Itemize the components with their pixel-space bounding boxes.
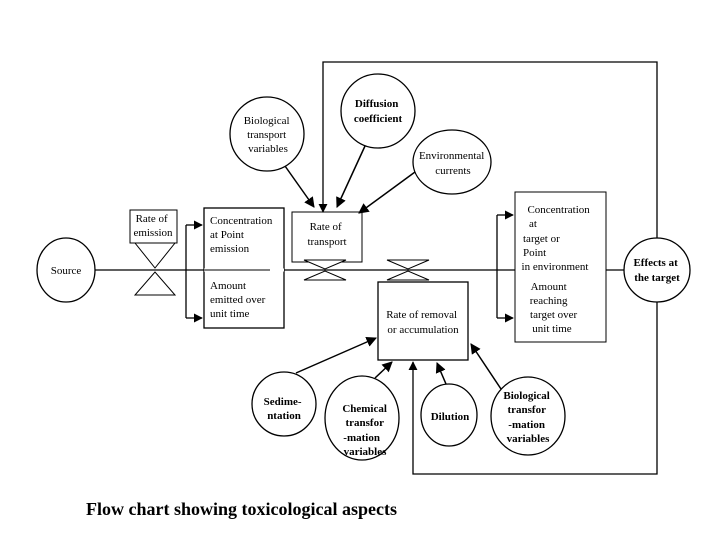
- biological-transformation-line-1: Biological: [503, 390, 549, 402]
- rate-of-transport-line-1: Rate of: [310, 221, 342, 233]
- source-label: Source: [51, 265, 82, 277]
- rate-of-emission-line-2: emission: [133, 227, 173, 239]
- svg-text:Biological transport: Biological transport variables: [244, 115, 293, 155]
- diffusion-line-2: coefficient: [354, 113, 403, 125]
- arrow-biological-transformation: [470, 343, 502, 390]
- concentration-target-line-2: at: [529, 218, 537, 230]
- amount-reaching-line-1: Amount: [531, 281, 567, 293]
- arrow-sedimentation: [295, 336, 377, 374]
- chemical-line-3: -mation: [343, 432, 380, 444]
- svg-text:Rate of removal or accum: Rate of removal or accumulation: [386, 309, 460, 336]
- amount-reaching-line-3: target over: [530, 309, 577, 321]
- rate-of-emission-line-1: Rate of: [136, 213, 168, 225]
- diffusion-line-1: Diffusion: [355, 98, 398, 110]
- svg-text:Effects at the target: Effects at the target: [633, 257, 680, 284]
- amount-reaching-line-4: unit time: [532, 323, 572, 335]
- effects-line-2: the target: [634, 272, 680, 284]
- fork-arrows-target: [496, 210, 514, 323]
- effects-line-1: Effects at: [633, 257, 678, 269]
- chemical-transformation-node: Chemical transfor -mation variables: [324, 375, 400, 461]
- svg-text:Rate of emission: Rate of emission: [133, 213, 173, 239]
- svg-text:Biological transfor: Biological transfor -mation variables: [503, 390, 552, 445]
- chemical-line-4: variables: [344, 446, 387, 458]
- biological-transformation-line-2: transfor: [507, 404, 546, 416]
- transport-valve-2: [386, 259, 430, 281]
- environmental-line-1: Environmental: [419, 150, 484, 162]
- concentration-target-line-4: Point: [523, 247, 546, 259]
- svg-text:Source: Source: [51, 265, 82, 277]
- arrow-diffusion: [336, 145, 366, 208]
- rate-of-removal-line-2: or accumulation: [387, 324, 459, 336]
- amount-reaching-line-2: reaching: [530, 295, 568, 307]
- rate-of-transport-line-2: transport: [307, 236, 346, 248]
- sedimentation-line-1: Sedime-: [264, 396, 302, 408]
- chemical-line-2: transfor: [345, 417, 384, 429]
- amount-emitted-line-1: Amount: [210, 280, 246, 292]
- dilution-node: Dilution: [420, 383, 478, 447]
- feedback-loop-top: [318, 61, 658, 238]
- concentration-target-line-5: in environment: [522, 261, 589, 273]
- diagram-title: Flow chart showing toxicological aspects: [86, 499, 397, 519]
- biological-transformation-node: Biological transfor -mation variables: [490, 376, 566, 456]
- arrow-biological-transport: [284, 165, 315, 208]
- environmental-line-2: currents: [435, 165, 470, 177]
- rate-of-removal-box: Rate of removal or accumulation: [377, 281, 469, 361]
- emission-valve: [133, 242, 177, 296]
- arrow-chemical: [374, 361, 393, 379]
- source-node: Source: [36, 237, 96, 303]
- concentration-point-line-3: emission: [210, 243, 250, 255]
- rate-of-transport-box: Rate of transport: [291, 211, 363, 263]
- biological-transport-line-1: Biological: [244, 115, 290, 127]
- amount-emitted-line-2: emitted over: [210, 294, 266, 306]
- rate-of-emission-box: Rate of emission: [129, 209, 178, 244]
- effects-at-target-node: Effects at the target: [623, 237, 691, 303]
- arrow-environmental: [358, 171, 416, 214]
- amount-emitted-line-3: unit time: [210, 308, 250, 320]
- biological-transport-node: Biological transport variables: [229, 96, 305, 172]
- chemical-line-1: Chemical: [342, 403, 387, 415]
- svg-text:Concentration at Point: Concentration at Point emission: [210, 215, 275, 255]
- biological-transport-line-3: variables: [248, 143, 288, 155]
- svg-text:Rate of transport: Rate of transport: [307, 221, 346, 248]
- svg-text:Sedime- ntation: Sedime- ntation: [264, 396, 305, 422]
- sedimentation-line-2: ntation: [267, 410, 301, 422]
- svg-text:Dilution: Dilution: [431, 411, 470, 423]
- feedback-loop-bottom: [408, 302, 658, 475]
- arrow-dilution: [435, 362, 447, 385]
- svg-text:Chemical transfor: Chemical transfor -mation variables: [342, 403, 389, 458]
- fork-arrows-emission: [185, 220, 203, 323]
- diffusion-coefficient-node: Diffusion coefficient: [340, 73, 416, 149]
- svg-text:Environmental currents: Environmental currents: [419, 150, 487, 177]
- svg-text:Amount reaching ta: Amount reaching target over unit time: [530, 281, 580, 335]
- dilution-label: Dilution: [431, 411, 470, 423]
- point-emission-box: Concentration at Point emission Amount e…: [203, 207, 285, 329]
- target-box: Concentration at target or Point in envi…: [514, 191, 607, 343]
- transport-valve-1: [303, 259, 347, 281]
- concentration-point-line-2: at Point: [210, 229, 244, 241]
- environmental-currents-node: Environmental currents: [412, 129, 492, 195]
- sedimentation-node: Sedime- ntation: [251, 371, 317, 437]
- biological-transport-line-2: transport: [247, 129, 286, 141]
- concentration-target-line-3: target or: [523, 233, 560, 245]
- svg-text:Diffusion coefficient: Diffusion coefficient: [354, 98, 403, 125]
- svg-text:Amount emitted over: Amount emitted over unit time: [210, 280, 268, 320]
- svg-text:Concentration at t: Concentration at target or Point in envi…: [522, 204, 593, 273]
- rate-of-removal-line-1: Rate of removal: [386, 309, 457, 321]
- concentration-target-line-1: Concentration: [527, 204, 590, 216]
- biological-transformation-line-4: variables: [507, 433, 550, 445]
- concentration-point-line-1: Concentration: [210, 215, 273, 227]
- biological-transformation-line-3: -mation: [508, 419, 545, 431]
